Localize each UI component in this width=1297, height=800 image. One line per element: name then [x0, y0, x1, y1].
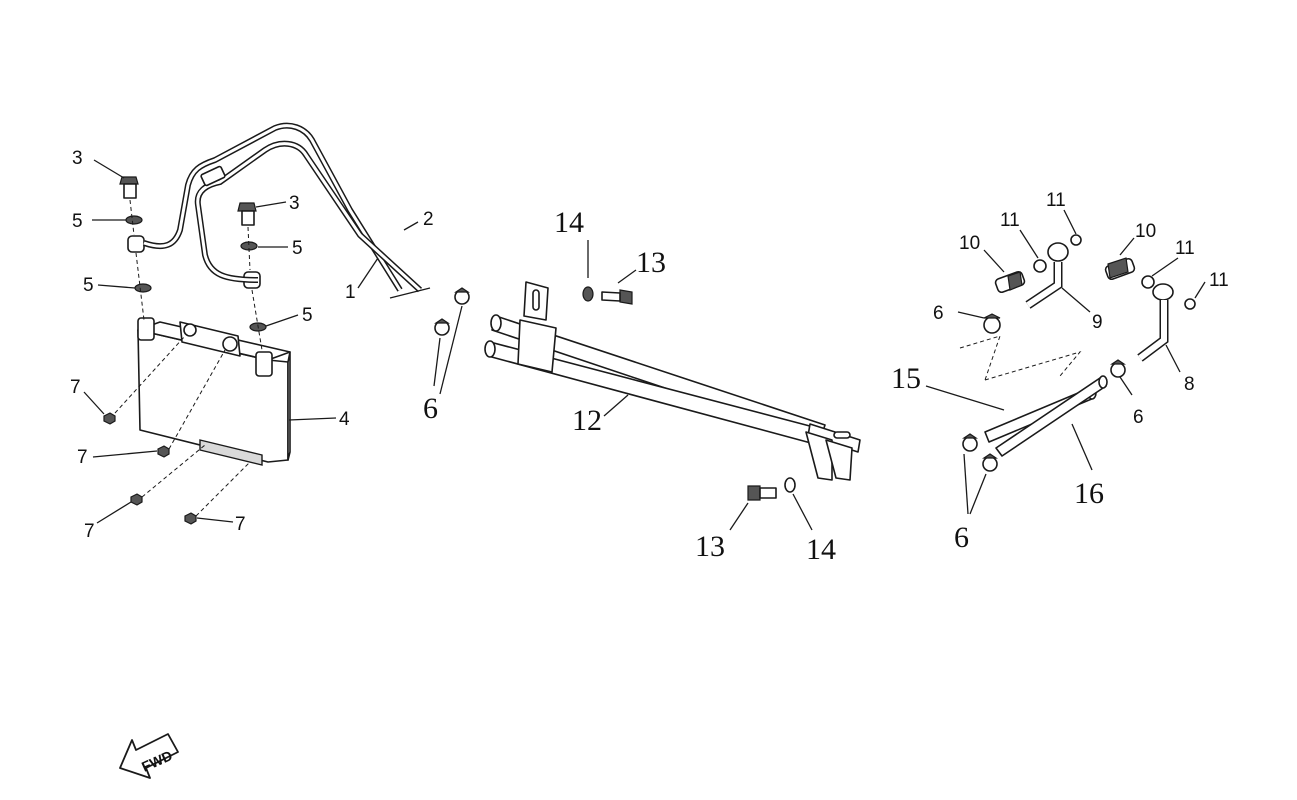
label-14b: 14	[806, 533, 836, 566]
label-11b: 11	[1046, 190, 1066, 211]
washer-5c[interactable]	[134, 283, 152, 293]
label-13b: 13	[695, 530, 725, 563]
label-12: 12	[572, 404, 602, 437]
label-5b: 5	[292, 238, 303, 259]
label-5d: 5	[302, 305, 313, 326]
nipple-10-right[interactable]	[1104, 257, 1136, 281]
label-3a: 3	[72, 148, 83, 169]
part-number-labels: 3 3 5 5 5 5 1 2 4 7 7 7 7 6 14 13 12 13 …	[70, 148, 1229, 566]
bolt-13-top[interactable]	[601, 289, 633, 305]
label-7c: 7	[84, 521, 95, 542]
washer-14-top[interactable]	[582, 286, 594, 302]
label-15: 15	[891, 362, 921, 395]
washer-14-bottom[interactable]	[784, 477, 796, 493]
clip-11c[interactable]	[1141, 275, 1155, 289]
nut-7b[interactable]	[157, 445, 170, 458]
label-6a: 6	[423, 392, 438, 425]
washer-5a[interactable]	[125, 215, 143, 225]
banjo-bolt-left[interactable]	[119, 176, 139, 199]
nut-7c[interactable]	[130, 493, 143, 506]
label-16: 16	[1074, 477, 1104, 510]
oil-cooler-body[interactable]	[137, 317, 291, 466]
label-8: 8	[1184, 374, 1195, 395]
label-7a: 7	[70, 377, 81, 398]
nut-7a[interactable]	[103, 412, 116, 425]
label-7d: 7	[235, 514, 246, 535]
hose-clamp-6f[interactable]	[982, 453, 998, 472]
nipple-10-left[interactable]	[994, 270, 1026, 294]
label-11c: 11	[1175, 238, 1195, 259]
clip-11b[interactable]	[1070, 234, 1082, 246]
label-2: 2	[423, 209, 434, 230]
label-1: 1	[345, 282, 356, 303]
clip-11a[interactable]	[1033, 259, 1047, 273]
hose-clamp-6a[interactable]	[454, 287, 470, 305]
label-14a: 14	[554, 206, 584, 239]
label-3b: 3	[289, 193, 300, 214]
hose-clamp-6e[interactable]	[962, 433, 978, 452]
label-5a: 5	[72, 211, 83, 232]
bolt-13-bottom[interactable]	[747, 485, 777, 501]
right-hose-assembly	[925, 209, 1206, 515]
hose-clamp-6d[interactable]	[1110, 359, 1126, 378]
hose-9[interactable]	[1025, 242, 1069, 309]
cooling-pipe-assembly[interactable]	[484, 281, 861, 481]
hose-clamp-6b[interactable]	[434, 318, 450, 336]
label-10b: 10	[1135, 221, 1156, 242]
hose-clamp-6c[interactable]	[983, 313, 1001, 334]
label-7b: 7	[77, 447, 88, 468]
banjo-fitting-left[interactable]	[127, 235, 145, 253]
hose-16[interactable]	[995, 375, 1108, 457]
oil-cooler-assembly	[83, 122, 431, 525]
label-5c: 5	[83, 275, 94, 296]
label-4: 4	[339, 409, 350, 430]
label-9: 9	[1092, 312, 1103, 333]
label-11a: 11	[1000, 210, 1020, 231]
fwd-arrow-icon: FWD	[119, 733, 179, 779]
label-10a: 10	[959, 233, 980, 254]
center-assembly	[433, 240, 861, 531]
banjo-bolt-right[interactable]	[237, 202, 257, 226]
hose-8[interactable]	[1137, 283, 1174, 362]
oil-pipe-pair[interactable]	[143, 122, 431, 299]
clip-11d[interactable]	[1184, 298, 1196, 310]
nut-7d[interactable]	[184, 512, 197, 525]
label-6d: 6	[954, 521, 969, 554]
label-6b: 6	[933, 303, 944, 324]
label-13a: 13	[636, 246, 666, 279]
label-6c: 6	[1133, 407, 1144, 428]
label-11d: 11	[1209, 270, 1229, 291]
